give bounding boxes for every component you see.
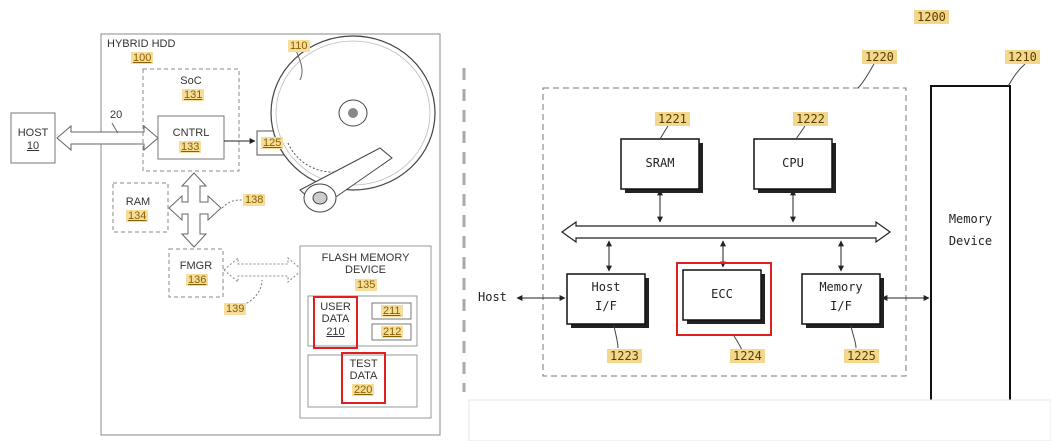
fmgr-label: FMGR xyxy=(179,260,213,272)
host-label-right: Host xyxy=(478,290,507,304)
user-data-highlight xyxy=(313,296,358,349)
controller-frame xyxy=(542,87,907,377)
flash-ref: 135 xyxy=(355,279,378,291)
ecc-box xyxy=(682,269,762,321)
bus3-ref-leader xyxy=(242,279,263,306)
controller-ref-leader xyxy=(857,63,875,89)
memory-device-ref-leader xyxy=(1007,63,1026,87)
ecc-label: ECC xyxy=(711,287,733,301)
user-data-line2: DATA xyxy=(321,313,350,325)
host-label: HOST xyxy=(17,127,49,139)
flash-title-line1: FLASH MEMORY xyxy=(321,252,410,264)
hard-disk-icon xyxy=(270,35,436,213)
user-data-line1: USER xyxy=(320,301,351,313)
block-211-ref: 211 xyxy=(381,305,403,317)
memory-if-line2: I/F xyxy=(830,299,852,313)
cpu-label: CPU xyxy=(782,156,804,170)
sram-label: SRAM xyxy=(645,156,675,170)
hybrid-hdd-frame xyxy=(100,33,441,436)
bus2-ref-leader xyxy=(221,199,243,209)
user-data-ref: 210 xyxy=(326,326,345,338)
host-if-box xyxy=(566,273,646,325)
flash-bus-arrow xyxy=(223,256,303,284)
flash-upper-region xyxy=(307,295,418,347)
system-ref: 1200 xyxy=(914,10,949,24)
cntrl-label: CNTRL xyxy=(172,127,210,139)
bus2-ref: 138 xyxy=(243,194,266,206)
ram-label: RAM xyxy=(125,196,151,208)
ram-box xyxy=(112,182,169,233)
hybrid-hdd-ref: 100 xyxy=(131,52,154,64)
memory-if-box xyxy=(801,273,881,325)
bus-ref: 20 xyxy=(110,109,123,121)
bus-ref-leader xyxy=(111,122,119,134)
flash-lower-region xyxy=(307,354,418,408)
test-data-line2: DATA xyxy=(349,370,378,382)
hybrid-hdd-diagram xyxy=(10,33,441,436)
host-ref: 10 xyxy=(26,140,40,152)
host-box xyxy=(10,112,56,164)
memory-device-line2: Device xyxy=(948,234,993,248)
blank-region xyxy=(468,399,1051,441)
test-data-line1: TEST xyxy=(349,358,378,370)
disk-ref: 110 xyxy=(288,40,310,52)
block-212-ref: 212 xyxy=(381,326,404,338)
cntrl-ref: 133 xyxy=(179,141,202,153)
host-if-line1: Host xyxy=(591,280,621,294)
cpu-ref: 1222 xyxy=(793,112,828,126)
memory-if-line1: Memory xyxy=(819,280,863,294)
memory-system-diagram xyxy=(516,63,1026,429)
system-bus-arrow xyxy=(560,220,892,244)
internal-bus-arrow xyxy=(168,172,222,248)
memory-if-ref: 1225 xyxy=(844,349,879,363)
memory-device-ref: 1210 xyxy=(1005,50,1040,64)
memory-device-line1: Memory xyxy=(948,212,993,226)
head-ref: 125 xyxy=(261,137,284,149)
ram-ref: 134 xyxy=(126,210,149,222)
sram-ref: 1221 xyxy=(655,112,690,126)
memory-device-box xyxy=(930,85,1011,429)
soc-label: SoC xyxy=(180,75,202,87)
host-if-line2: I/F xyxy=(595,299,617,313)
sram-box xyxy=(620,138,700,190)
ecc-ref: 1224 xyxy=(730,349,765,363)
soc-ref: 131 xyxy=(182,89,205,101)
host-if-ref: 1223 xyxy=(607,349,642,363)
fmgr-box xyxy=(168,248,224,298)
soc-box xyxy=(142,68,240,172)
ecc-highlight xyxy=(676,262,772,336)
hybrid-hdd-title: HYBRID HDD xyxy=(107,38,176,50)
cpu-box xyxy=(753,138,833,190)
flash-title-line2: DEVICE xyxy=(345,264,386,276)
test-data-ref: 220 xyxy=(352,384,375,396)
fmgr-ref: 136 xyxy=(186,274,209,286)
controller-ref: 1220 xyxy=(862,50,897,64)
bus3-ref: 139 xyxy=(224,303,247,315)
test-data-highlight xyxy=(341,352,386,404)
